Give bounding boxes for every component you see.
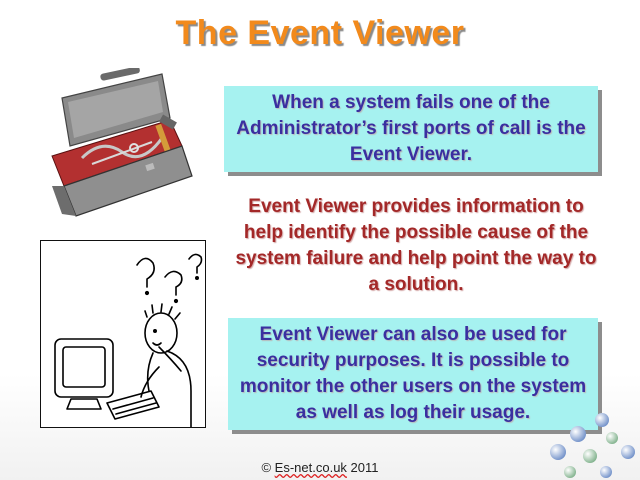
middle-text: Event Viewer provides information to hel… xyxy=(235,196,597,295)
info-box-bottom-text: Event Viewer can also be used for securi… xyxy=(239,324,587,423)
footer-prefix: © xyxy=(261,460,275,475)
info-box-top-text: When a system fails one of the Administr… xyxy=(236,92,586,165)
slide-title: The Event Viewer xyxy=(175,14,465,52)
footer-year: 2011 xyxy=(346,460,379,475)
toolbox-icon xyxy=(51,68,193,217)
footer-copyright: © Es-net.co.uk 2011 xyxy=(0,460,640,475)
footer-link: Es-net.co.uk xyxy=(274,460,347,475)
info-box-top: When a system fails one of the Administr… xyxy=(224,86,598,172)
info-box-bottom: Event Viewer can also be used for securi… xyxy=(228,318,598,430)
dots-decoration-icon xyxy=(550,413,635,478)
confused-user-computer-icon xyxy=(40,240,206,428)
